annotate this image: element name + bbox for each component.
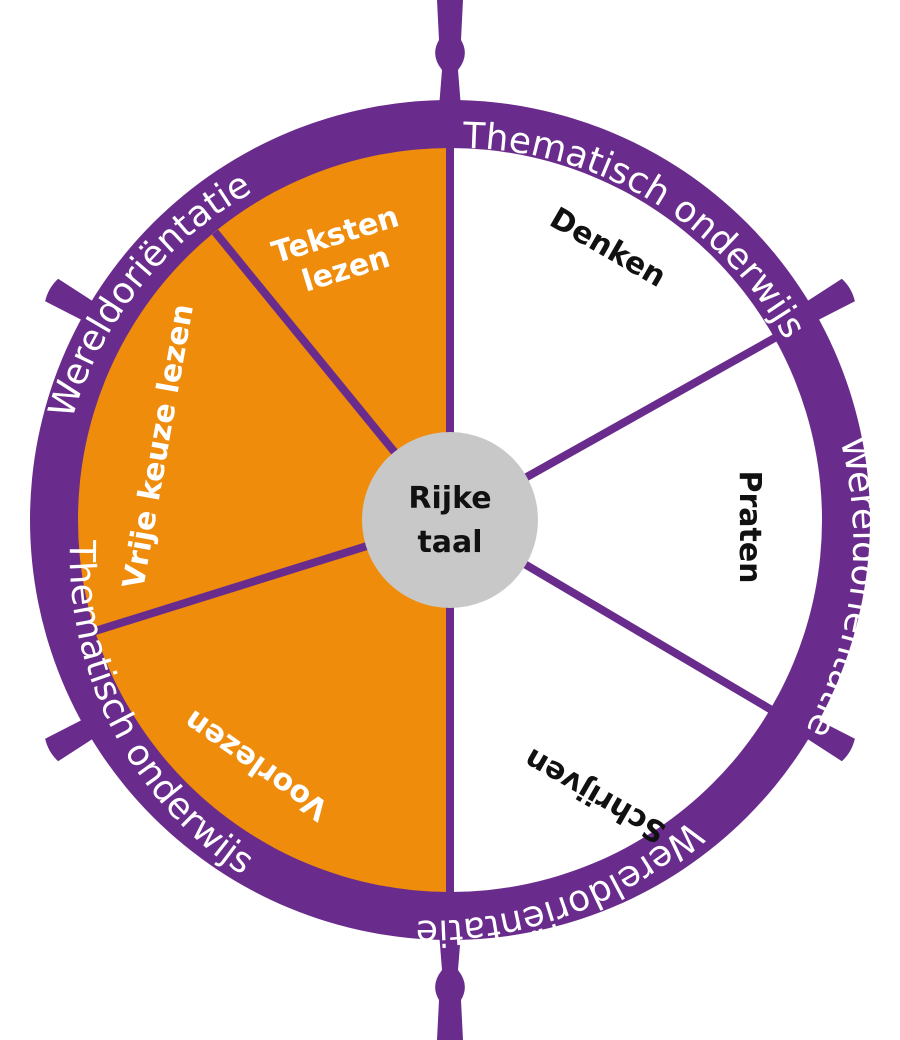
left-half-orange xyxy=(78,148,450,892)
hub-label-line2: taal xyxy=(417,525,482,560)
right-half-white xyxy=(450,148,822,892)
segment-label-praten: Praten xyxy=(732,470,767,583)
hub: Rijke taal xyxy=(362,432,538,608)
hub-circle xyxy=(362,432,538,608)
inner-disc xyxy=(78,148,822,892)
hub-label-line1: Rijke xyxy=(408,481,491,516)
